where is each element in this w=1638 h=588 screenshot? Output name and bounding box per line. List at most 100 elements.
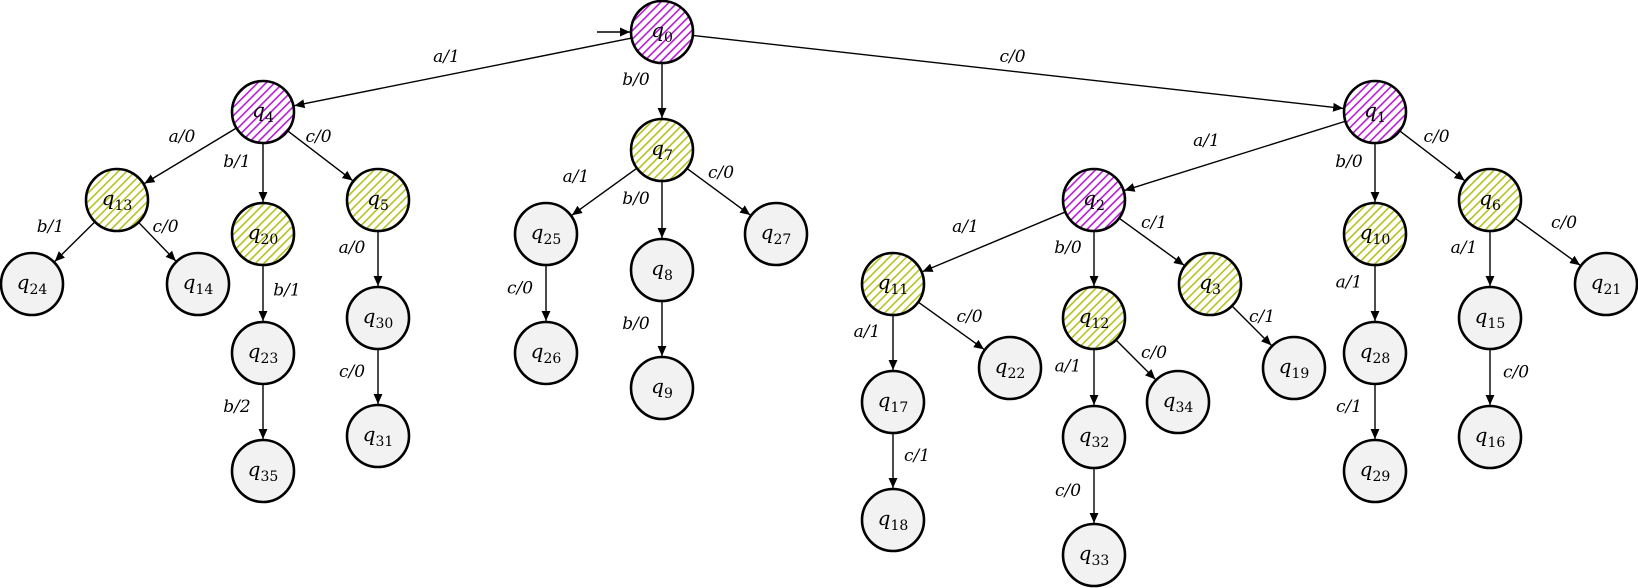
state-subscript: 23 (260, 351, 278, 367)
state-label: q4 (252, 98, 274, 126)
edge-label: c/1 (1336, 397, 1362, 417)
state-q16: q16 (1457, 404, 1523, 470)
edge-label: a/1 (952, 217, 979, 237)
state-label: q29 (1360, 457, 1391, 485)
state-subscript: 31 (375, 434, 393, 450)
state-subscript: 24 (29, 282, 47, 298)
edge-label: b/1 (223, 152, 250, 172)
state-subscript: 33 (1091, 553, 1109, 569)
state-circle (230, 201, 296, 267)
state-label: q32 (1079, 423, 1110, 451)
state-q7: q7 (629, 117, 695, 183)
edge-label: a/1 (1055, 357, 1082, 377)
state-subscript: 13 (114, 198, 132, 214)
state-circle (860, 369, 926, 435)
edge-q10-q28: a/1 (1336, 265, 1380, 321)
edge-q20-q23: b/1 (258, 265, 301, 321)
edge-label: c/0 (152, 217, 178, 237)
state-q34: q34 (1145, 369, 1211, 435)
edge-q5-q30: a/0 (339, 231, 383, 286)
state-subscript: 32 (1091, 435, 1109, 451)
edge-q7-q8: b/0 (622, 181, 667, 238)
state-label: q6 (1479, 186, 1501, 214)
state-circle (629, 0, 695, 65)
state-q32: q32 (1061, 404, 1127, 470)
state-letter: q (1079, 423, 1092, 447)
state-label: q13 (102, 186, 133, 214)
state-circle (230, 79, 296, 145)
state-subscript: 10 (1372, 232, 1390, 248)
edge-label: b/0 (622, 70, 650, 90)
state-circle (1145, 369, 1211, 435)
state-label: q33 (1079, 541, 1110, 569)
state-circle (1061, 522, 1127, 588)
edge-line (1118, 217, 1185, 266)
edge-label: b/0 (622, 189, 650, 209)
state-label: q7 (651, 136, 673, 164)
state-label: q35 (248, 457, 279, 485)
edge-label: a/0 (169, 127, 196, 147)
edge-q6-q15: a/1 (1451, 231, 1495, 286)
state-label: q27 (761, 220, 792, 248)
edge-label: c/1 (904, 446, 930, 466)
state-letter: q (1083, 186, 1096, 210)
state-label: q24 (17, 270, 48, 298)
edge-line (1231, 305, 1272, 346)
state-circle (629, 355, 695, 421)
state-subscript: 2 (1096, 198, 1105, 214)
state-letter: q (1360, 457, 1373, 481)
state-label: q16 (1475, 423, 1506, 451)
edge-q23-q35: b/2 (223, 384, 268, 439)
state-subscript: 15 (1487, 316, 1505, 332)
state-q0: q0 (629, 0, 695, 65)
edge-label: c/1 (1249, 307, 1275, 327)
state-letter: q (367, 186, 380, 210)
state-letter: q (878, 506, 891, 530)
state-subscript: 3 (1212, 282, 1221, 298)
edge-q0-q1: c/0 (692, 34, 1344, 112)
edge-q0-q4: a/1 (294, 37, 632, 109)
edge-q17-q18: c/1 (888, 433, 930, 488)
state-q35: q35 (230, 438, 296, 504)
state-circle (1342, 201, 1408, 267)
edge-line (1124, 120, 1346, 192)
state-label: q21 (1591, 270, 1622, 298)
edge-line (1399, 130, 1466, 182)
state-q12: q12 (1061, 285, 1127, 351)
edge-q4-q5: c/0 (287, 127, 354, 182)
edge-q7-q27: c/0 (686, 163, 751, 216)
state-q13: q13 (84, 167, 150, 233)
state-subscript: 22 (1007, 366, 1025, 382)
state-q21: q21 (1573, 251, 1638, 317)
edge-q1-q2: a/1 (1124, 120, 1346, 192)
edge-q0-q7: b/0 (622, 63, 667, 118)
state-circle (1457, 285, 1523, 351)
state-label: q0 (651, 18, 673, 46)
edge-label: b/1 (273, 281, 300, 301)
edge-q3-q19: c/1 (1231, 305, 1275, 346)
state-circle (1061, 404, 1127, 470)
state-q10: q10 (1342, 201, 1408, 267)
state-letter: q (1475, 304, 1488, 328)
state-letter: q (531, 220, 544, 244)
state-q19: q19 (1261, 335, 1327, 401)
state-label: q20 (248, 220, 279, 248)
state-letter: q (248, 339, 261, 363)
state-circle (1061, 167, 1127, 233)
edge-label: c/0 (1141, 343, 1167, 363)
state-letter: q (248, 457, 261, 481)
state-circle (629, 117, 695, 183)
edge-q2-q11: a/1 (922, 211, 1066, 273)
state-subscript: 11 (890, 282, 908, 298)
edge-q32-q33: c/0 (1055, 468, 1099, 523)
edge-line (1514, 217, 1581, 266)
state-subscript: 34 (1175, 400, 1193, 416)
state-q4: q4 (230, 79, 296, 145)
edge-line (917, 301, 985, 350)
state-q23: q23 (230, 320, 296, 386)
edge-q6-q21: c/0 (1514, 213, 1581, 266)
state-letter: q (878, 388, 891, 412)
state-circle (0, 251, 65, 317)
state-q20: q20 (230, 201, 296, 267)
